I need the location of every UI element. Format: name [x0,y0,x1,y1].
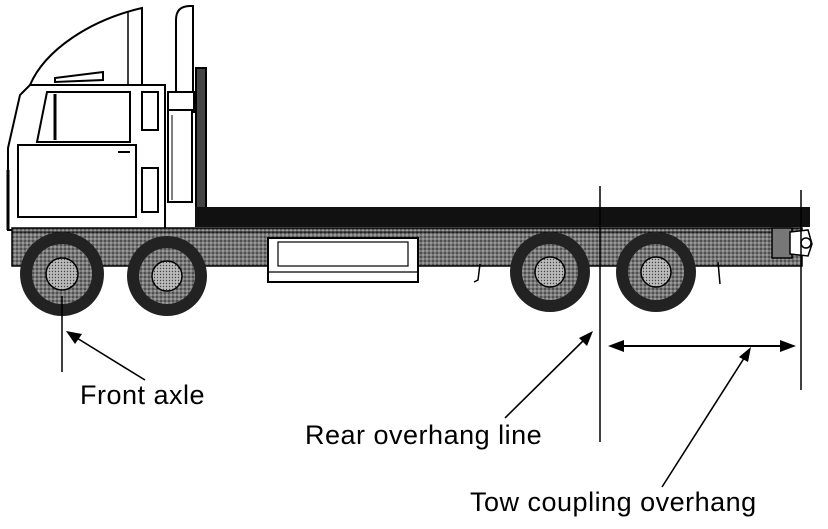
front-axle-leader-arrow [66,331,146,381]
rear-overhang-leader-arrow [504,331,593,419]
front-axle-label: Front axle [80,380,206,410]
fuel-tank [267,237,419,283]
truck-cab [6,6,166,231]
tow-overhang-dimension-arrow [608,340,796,352]
tow-coupling-overhang-label: Tow coupling overhang [470,487,757,517]
flatbed-deck [195,207,810,227]
rear-wheel-2 [616,232,696,312]
drive-wheel [127,236,207,316]
rear-overhang-line-label: Rear overhang line [305,420,543,450]
exhaust-stack [167,5,207,211]
chassis-hangers [473,261,721,285]
tow-coupling-leader-arrow [661,347,751,488]
front-wheel [20,232,104,316]
rear-wheel-1 [510,232,590,312]
